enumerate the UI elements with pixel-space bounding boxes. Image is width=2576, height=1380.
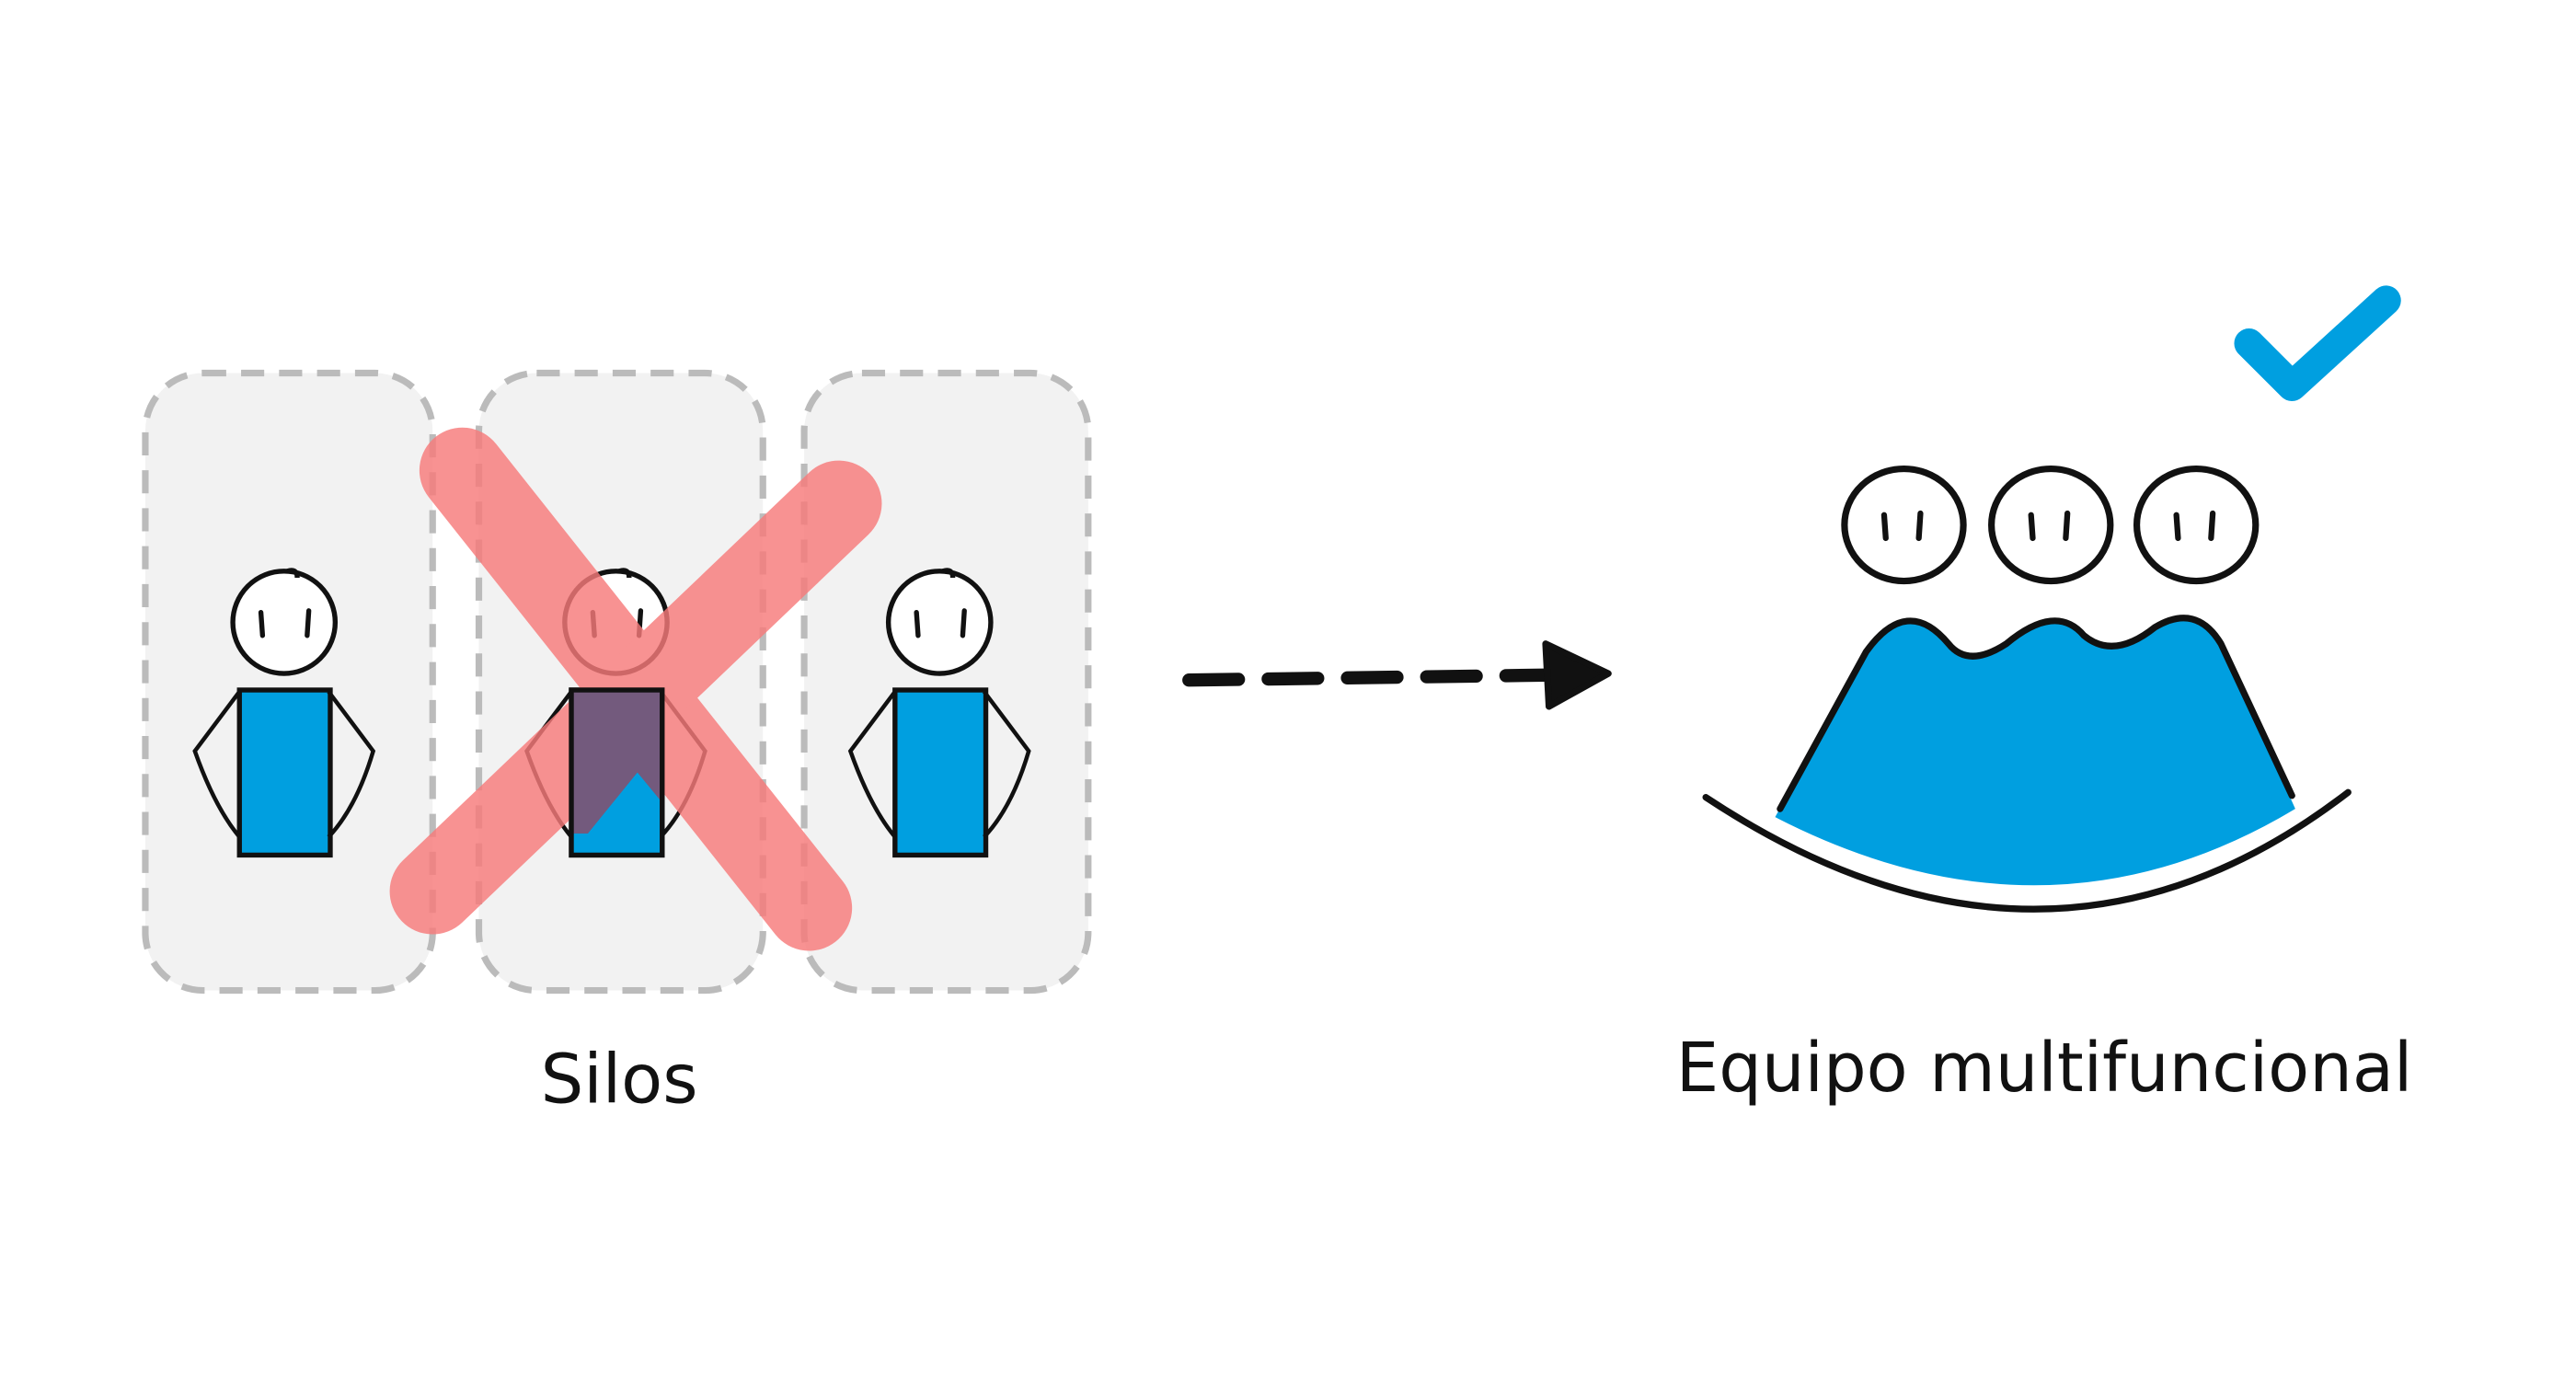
team-icon: [1702, 465, 2352, 913]
silos-label: Silos: [541, 1041, 698, 1120]
person-icon: [850, 570, 1029, 858]
silo-box-3: [800, 369, 1092, 995]
person-icon: [195, 570, 374, 858]
checkmark-icon: [2234, 285, 2401, 402]
dashed-arrow-icon: [1182, 640, 1612, 710]
team-label: Equipo multifuncional: [1676, 1029, 2413, 1108]
overlap-body: [569, 687, 665, 858]
silo-box-1: [142, 369, 436, 995]
